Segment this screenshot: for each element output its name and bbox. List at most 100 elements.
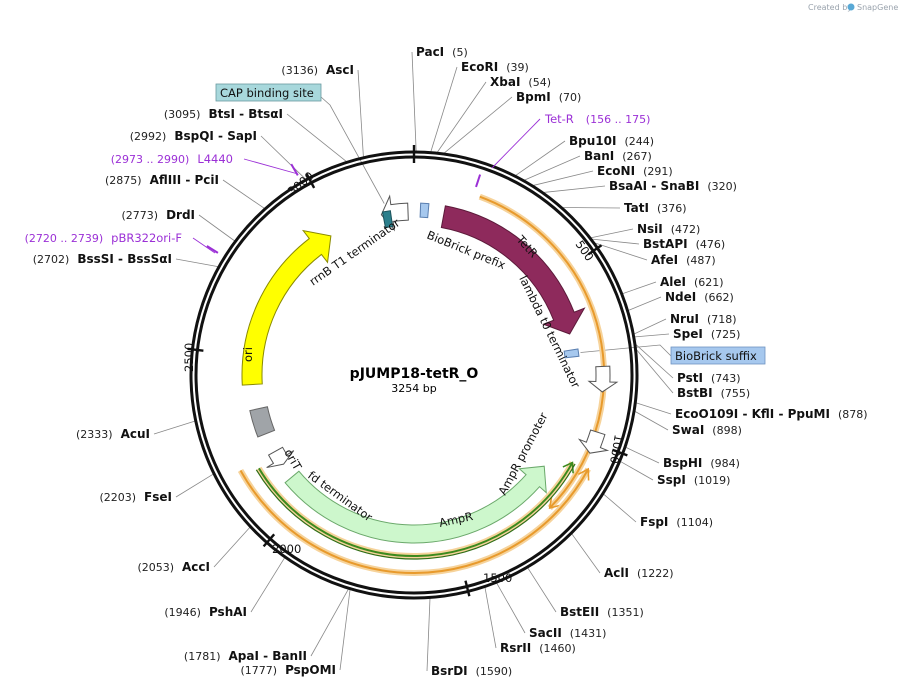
site-position: (1777) (240, 664, 277, 677)
site-bani[interactable]: BanI(267) (584, 149, 652, 163)
ampr-feature[interactable] (284, 465, 547, 544)
ori-feature[interactable] (241, 229, 332, 386)
site-sacii[interactable]: SacII(1431) (529, 626, 606, 640)
feature-label-ampr: AmpR (438, 509, 475, 530)
site-label: BstBI(755) (677, 386, 750, 400)
site-nsii[interactable]: NsiI(472) (637, 222, 700, 236)
ampr-orf-inner[interactable] (258, 462, 574, 557)
primer-mark (206, 245, 219, 254)
site-alei[interactable]: AleI(621) (660, 275, 724, 289)
site-label: AleI(621) (660, 275, 724, 289)
orit-feature[interactable] (249, 406, 276, 438)
tick-mark (187, 347, 204, 352)
primer-tet-r[interactable]: Tet-R(156 .. 175) (544, 112, 650, 126)
snapgene-branding: Created by SnapGene (808, 3, 898, 12)
site-fspi[interactable]: FspI(1104) (640, 515, 713, 529)
tick-label: 2500 (182, 343, 196, 372)
site-leader-line (443, 96, 513, 154)
site-afei[interactable]: AfeI(487) (651, 253, 716, 267)
site-apai-banii[interactable]: (1781)ApaI - BanII (184, 649, 307, 663)
site-econi[interactable]: EcoNI(291) (597, 164, 673, 178)
primer-pbr322ori-f[interactable]: (2720 .. 2739)pBR322ori-F (25, 231, 182, 245)
site-btsi-bts-i[interactable]: (3095)BtsI - BtsαI (164, 107, 283, 121)
site-swai[interactable]: SwaI(898) (672, 423, 742, 437)
site-label: BsrDI(1590) (431, 664, 512, 678)
site-acli[interactable]: AclI(1222) (604, 566, 674, 580)
site-label: NdeI(662) (665, 290, 734, 304)
site-position: (1351) (607, 606, 644, 619)
site-bstapi[interactable]: BstAPI(476) (643, 237, 725, 251)
site-label: (2875)AflIII - PciI (105, 173, 219, 187)
site-acui[interactable]: (2333)AcuI (76, 427, 150, 441)
site-pspomi[interactable]: (1777)PspOMI (240, 663, 336, 677)
site-psti[interactable]: PstI(743) (677, 371, 741, 385)
site-spei[interactable]: SpeI(725) (673, 327, 740, 341)
site-leader-line (430, 66, 458, 152)
fd-terminator-arrow[interactable] (266, 446, 295, 469)
cap-binding-site-box[interactable] (215, 83, 322, 102)
site-bsaai-snabi[interactable]: BsaAI - SnaBI(320) (609, 179, 737, 193)
created-by-label: Created by (808, 3, 852, 12)
site-drdi[interactable]: (2773)DrdI (121, 208, 195, 222)
features-layer (206, 163, 619, 576)
ampr-orf-outer[interactable] (239, 468, 590, 574)
site-xbai[interactable]: XbaI(54) (490, 75, 551, 89)
site-leader-line (636, 349, 674, 394)
biobrick-suffix-feature[interactable] (563, 348, 580, 359)
site-position: (2702) (33, 253, 70, 266)
site-position: (2203) (99, 491, 136, 504)
site-bsteii[interactable]: BstEII(1351) (560, 605, 644, 619)
biobrick-prefix-feature[interactable] (419, 202, 430, 219)
site-label: BanI(267) (584, 149, 652, 163)
primer-labels: Tet-R(156 .. 175) (2973 .. 2990)L4440 (272… (25, 112, 650, 254)
primer-label: (2720 .. 2739)pBR322ori-F (25, 231, 182, 245)
site-bsssi-bsss-i[interactable]: (2702)BssSI - BssSαI (33, 252, 172, 266)
site-leader-line (286, 113, 347, 162)
biobrick-suffix-leader-line (580, 344, 672, 357)
site-bpmi[interactable]: BpmI (70) (516, 90, 581, 104)
site-label: (2203)FseI (99, 490, 172, 504)
site-asci[interactable]: (3136)AscI (281, 63, 354, 77)
site-label: (2992)BspQI - SapI (130, 129, 257, 143)
site-pshai[interactable]: (1946)PshAI (164, 605, 247, 619)
site-bsrdi[interactable]: BsrDI(1590) (431, 664, 512, 678)
site-position: (2875) (105, 174, 142, 187)
tetr-orf-arc[interactable] (479, 195, 605, 509)
site-acci[interactable]: (2053)AccI (137, 560, 210, 574)
site-ecoo109i-kfli-ppumi[interactable]: EcoO109I - KflI - PpuMI(878) (675, 407, 868, 421)
cap-binding-feature[interactable] (381, 210, 394, 229)
site-paci[interactable]: PacI(5) (416, 45, 468, 59)
lambda-t0-terminator-arrow[interactable] (587, 365, 619, 393)
site-name: BspHI (663, 456, 702, 470)
site-rsrii[interactable]: RsrII(1460) (500, 641, 576, 655)
site-name: FspI (640, 515, 668, 529)
ampr-promoter-arrow[interactable] (577, 429, 610, 454)
site-fsei[interactable]: (2203)FseI (99, 490, 172, 504)
site-sspi[interactable]: SspI(1019) (657, 473, 730, 487)
site-name: BpmI (516, 90, 551, 104)
site-position: (70) (559, 91, 582, 104)
site-name: ApaI - BanII (229, 649, 308, 663)
site-label: SspI(1019) (657, 473, 730, 487)
site-leader-line (260, 135, 306, 180)
feature-label-ori: ori (241, 347, 255, 362)
site-bstbi[interactable]: BstBI(755) (677, 386, 750, 400)
tetr-feature[interactable] (440, 205, 586, 335)
site-bsphi[interactable]: BspHI(984) (663, 456, 740, 470)
site-name: AclI (604, 566, 629, 580)
site-name: AfeI (651, 253, 678, 267)
site-leader-line (524, 155, 581, 181)
site-nrui[interactable]: NruI(718) (670, 312, 737, 326)
site-tati[interactable]: TatI(376) (624, 201, 687, 215)
site-ndei[interactable]: NdeI(662) (665, 290, 734, 304)
primer-l4440[interactable]: (2973 .. 2990)L4440 (111, 152, 233, 166)
site-name: NruI (670, 312, 699, 326)
site-bpu10i[interactable]: Bpu10I(244) (569, 134, 654, 148)
biobrick-suffix-box[interactable] (670, 346, 766, 365)
site-afliii-pcii[interactable]: (2875)AflIII - PciI (105, 173, 219, 187)
site-leader-line (198, 214, 235, 242)
site-bspqi-sapi[interactable]: (2992)BspQI - SapI (130, 129, 257, 143)
plasmid-name: pJUMP18-tetR_O (350, 366, 479, 382)
site-name: PacI (416, 45, 444, 59)
site-ecori[interactable]: EcoRI(39) (461, 60, 529, 74)
